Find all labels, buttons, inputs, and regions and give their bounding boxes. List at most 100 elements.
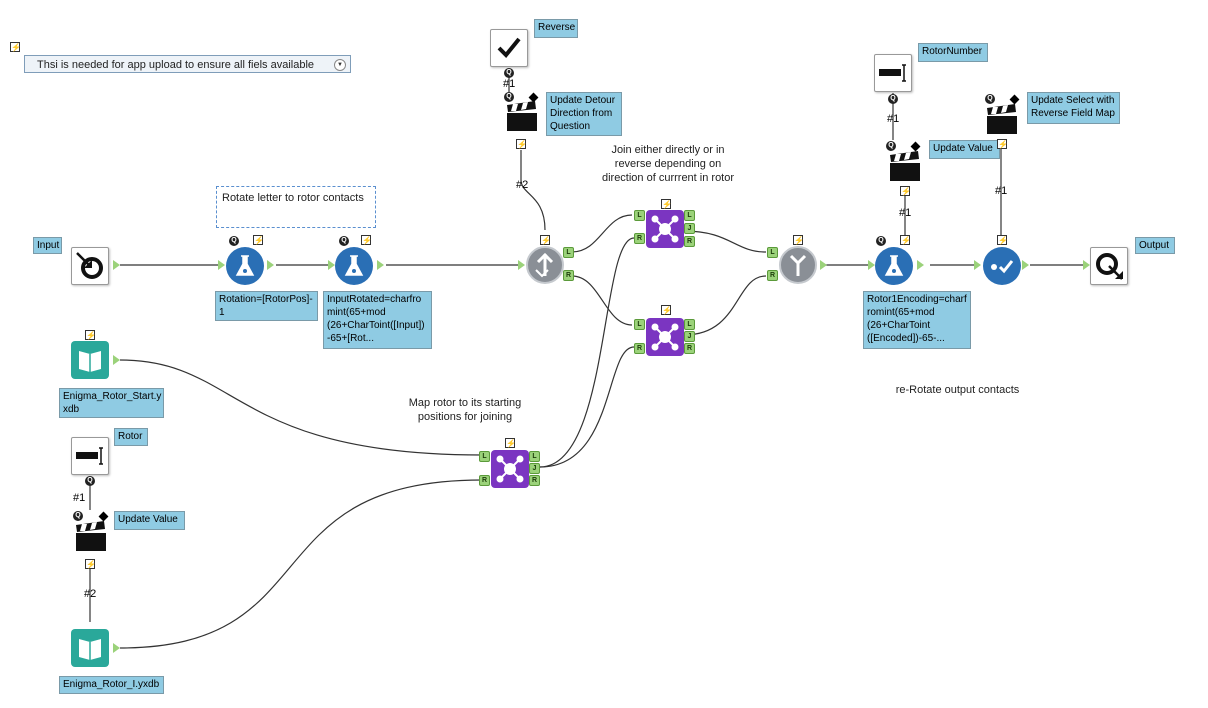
detour-end-tool[interactable]	[779, 246, 817, 284]
anchor-right-out[interactable]: R	[563, 270, 574, 281]
detour-tool[interactable]	[526, 246, 564, 284]
formula-rotation-tool[interactable]	[226, 247, 264, 285]
anchor-left-out[interactable]: L	[529, 451, 540, 462]
update-select-action-tool[interactable]	[985, 103, 1023, 141]
anchor-right-out[interactable]: R	[684, 343, 695, 354]
anchor-in[interactable]	[328, 260, 335, 270]
anchor-in[interactable]	[1083, 260, 1090, 270]
question-icon: Q	[85, 476, 95, 486]
lightning-icon: ⚡	[997, 235, 1008, 245]
anchor-out[interactable]	[1022, 260, 1029, 270]
question-icon: Q	[504, 92, 514, 102]
enigma-rotor-label: Enigma_Rotor_I.yxdb	[59, 676, 164, 694]
anchor-join-out[interactable]: J	[684, 331, 695, 342]
wire-detour-action-detour	[520, 150, 546, 231]
reverse-checkbox-tool[interactable]	[490, 29, 528, 67]
join-note: Join either directly or in reverse depen…	[601, 144, 735, 184]
dropdown-text: Thsi is needed for app upload to ensure …	[37, 59, 315, 71]
anchor-out[interactable]	[113, 643, 120, 653]
anchor-out[interactable]	[917, 260, 924, 270]
anchor-left-in[interactable]: L	[634, 210, 645, 221]
update-value-bottom-label: Update Value	[114, 511, 185, 530]
textbox-icon	[879, 64, 906, 82]
update-value-bottom-action-tool[interactable]	[74, 520, 112, 558]
input-out-anchor[interactable]	[113, 260, 120, 270]
anchor-right-in[interactable]: R	[634, 343, 645, 354]
rotate-comment-box[interactable]: Rotate letter to rotor contacts	[216, 186, 376, 228]
clapperboard-icon	[507, 101, 537, 131]
rotation-label: Rotation=[RotorPos]- 1	[215, 291, 318, 321]
detour-end-icon	[789, 254, 807, 276]
connection-tag: #1	[73, 492, 86, 504]
anchor-out[interactable]	[820, 260, 827, 270]
rotor-textbox-tool[interactable]	[71, 437, 109, 475]
formula-rotor1encoding-tool[interactable]	[875, 247, 913, 285]
lightning-icon: ⚡	[516, 139, 527, 149]
update-value-action-tool[interactable]	[888, 150, 926, 188]
join-network-icon	[651, 323, 679, 351]
reverse-label: Reverse	[534, 19, 578, 38]
wire-rotor-join-R	[119, 479, 483, 649]
anchor-left-out[interactable]: L	[684, 319, 695, 330]
output-tool[interactable]	[1090, 247, 1128, 285]
lightning-icon: ⚡	[253, 235, 264, 245]
anchor-in[interactable]	[218, 260, 225, 270]
enigma-start-input-tool[interactable]	[71, 341, 109, 379]
lightning-icon: ⚡	[997, 139, 1008, 149]
update-detour-action-tool[interactable]	[505, 100, 543, 138]
rerotate-note: re-Rotate output contacts	[895, 384, 1020, 396]
connection-tag: #1	[887, 113, 900, 125]
anchor-join-out[interactable]: J	[684, 223, 695, 234]
anchor-out[interactable]	[377, 260, 384, 270]
question-icon: Q	[504, 68, 514, 78]
chevron-down-icon[interactable]: ▼	[334, 59, 346, 71]
update-value-label: Update Value	[929, 140, 1000, 159]
rotor1encoding-label: Rotor1Encoding=charf romint(65+mod (26+C…	[863, 291, 971, 349]
question-icon: Q	[876, 236, 886, 246]
question-icon: Q	[985, 94, 995, 104]
anchor-left-out[interactable]: L	[563, 247, 574, 258]
lightning-icon: ⚡	[661, 199, 672, 209]
anchor-left-in[interactable]: L	[634, 319, 645, 330]
anchor-right-in[interactable]: R	[767, 270, 778, 281]
connection-tag: #1	[899, 207, 912, 219]
formula-inputrotated-tool[interactable]	[335, 247, 373, 285]
anchor-join-out[interactable]: J	[529, 463, 540, 474]
join-tool-a[interactable]	[646, 210, 684, 248]
checkmark-icon	[497, 37, 521, 58]
question-icon: Q	[886, 141, 896, 151]
wire-joinB-J-union	[683, 275, 767, 336]
anchor-left-in[interactable]: L	[767, 247, 778, 258]
anchor-left-out[interactable]: L	[684, 210, 695, 221]
lightning-icon: ⚡	[661, 305, 672, 315]
question-icon: Q	[73, 511, 83, 521]
enigma-rotor-input-tool[interactable]	[71, 629, 109, 667]
lightning-icon: ⚡	[900, 186, 911, 196]
lightning-icon: ⚡	[85, 330, 96, 340]
anchor-right-in[interactable]: R	[634, 233, 645, 244]
anchor-right-out[interactable]: R	[529, 475, 540, 486]
join-tool-b[interactable]	[646, 318, 684, 356]
anchor-out[interactable]	[113, 355, 120, 365]
lightning-icon: ⚡	[505, 438, 516, 448]
anchor-out[interactable]	[267, 260, 274, 270]
anchor-right-in[interactable]: R	[479, 475, 490, 486]
output-label: Output	[1135, 237, 1175, 254]
flask-icon	[884, 255, 904, 276]
wire-join-J-joinA-R	[539, 237, 635, 468]
anchor-left-in[interactable]: L	[479, 451, 490, 462]
select-tool[interactable]	[983, 247, 1021, 285]
anchor-right-out[interactable]: R	[684, 236, 695, 247]
connection-tag: #1	[503, 78, 516, 90]
join-tool-map[interactable]	[491, 450, 529, 488]
workflow-dropdown[interactable]: Thsi is needed for app upload to ensure …	[24, 55, 351, 73]
anchor-in[interactable]	[974, 260, 981, 270]
lightning-icon: ⚡	[540, 235, 551, 245]
input-tool[interactable]	[71, 247, 109, 285]
gear-out-icon	[1096, 253, 1123, 280]
gear-in-icon	[76, 252, 103, 279]
rotor-number-textbox-tool[interactable]	[874, 54, 912, 92]
anchor-in[interactable]	[868, 260, 875, 270]
anchor-in[interactable]	[518, 260, 525, 270]
